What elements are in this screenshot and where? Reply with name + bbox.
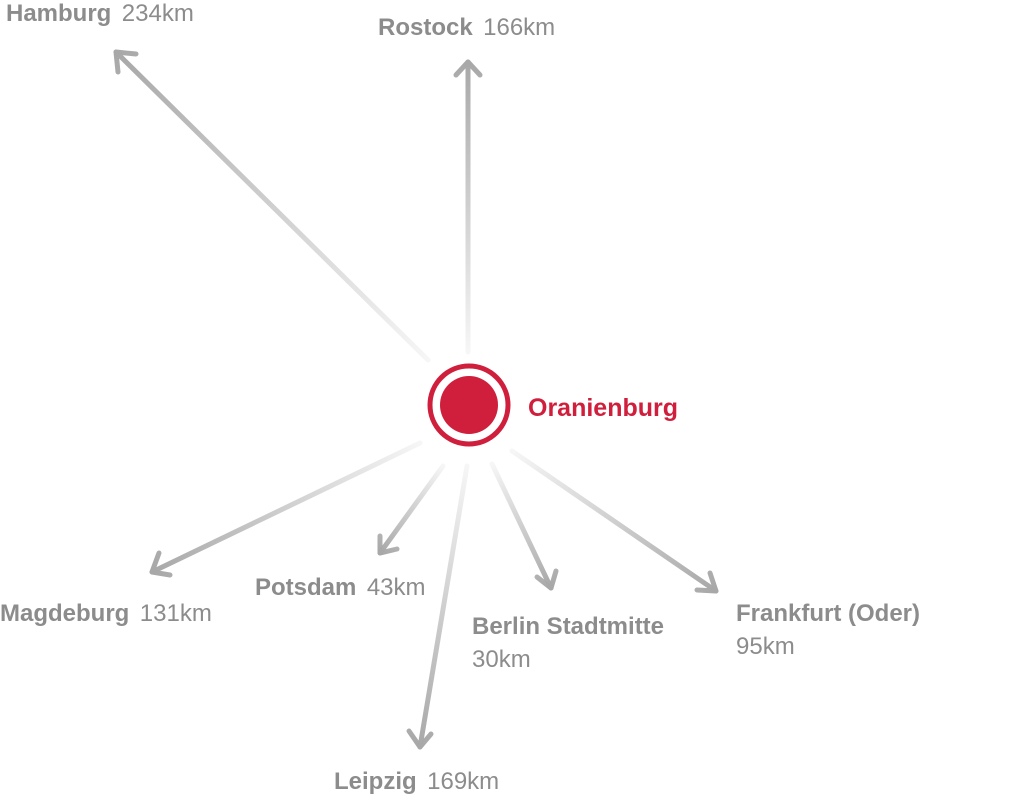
arrow-leipzig: [406, 463, 470, 750]
city-name: Magdeburg: [0, 600, 129, 627]
arrowhead: [149, 550, 173, 578]
city-name: Hamburg: [6, 0, 111, 27]
arrowhead: [453, 59, 483, 78]
arrow-frankfurt: [509, 448, 719, 594]
arrowhead: [377, 533, 400, 556]
city-name: Berlin Stadtmitte: [472, 613, 664, 640]
city-distance: 30km: [472, 646, 531, 673]
label-berlin: Berlin Stadtmitte 30km: [472, 613, 668, 673]
city-distance: 131km: [140, 600, 212, 627]
arrow-magdeburg: [149, 440, 423, 578]
center-outer-ring: [427, 363, 511, 447]
arrowhead: [534, 568, 559, 591]
label-potsdam: Potsdam 43km: [255, 574, 426, 601]
center-dot: [440, 376, 498, 434]
label-leipzig: Leipzig 169km: [334, 768, 499, 795]
arrowhead: [694, 570, 719, 594]
city-distance: 166km: [483, 14, 555, 41]
city-distance: 169km: [427, 768, 499, 795]
arrowhead: [406, 728, 434, 750]
arrow-hamburg: [113, 49, 431, 363]
label-magdeburg: Magdeburg 131km: [0, 600, 212, 627]
arrow-berlin: [489, 461, 559, 591]
city-name: Rostock: [378, 14, 473, 41]
label-hamburg: Hamburg 234km: [6, 0, 194, 27]
city-distance: 43km: [367, 574, 426, 601]
arrow-rostock: [453, 59, 483, 355]
center-marker: [427, 363, 511, 447]
center-label: Oranienburg: [528, 394, 678, 422]
label-frankfurt: Frankfurt (Oder) 95km: [736, 600, 924, 660]
city-distance: 234km: [122, 0, 194, 27]
arrowhead: [113, 49, 139, 75]
city-name: Potsdam: [255, 574, 356, 601]
city-distance: 95km: [736, 633, 795, 660]
city-name: Frankfurt (Oder): [736, 600, 920, 627]
label-rostock: Rostock 166km: [378, 14, 555, 41]
city-name: Leipzig: [334, 768, 417, 795]
arrow-potsdam: [377, 463, 446, 556]
